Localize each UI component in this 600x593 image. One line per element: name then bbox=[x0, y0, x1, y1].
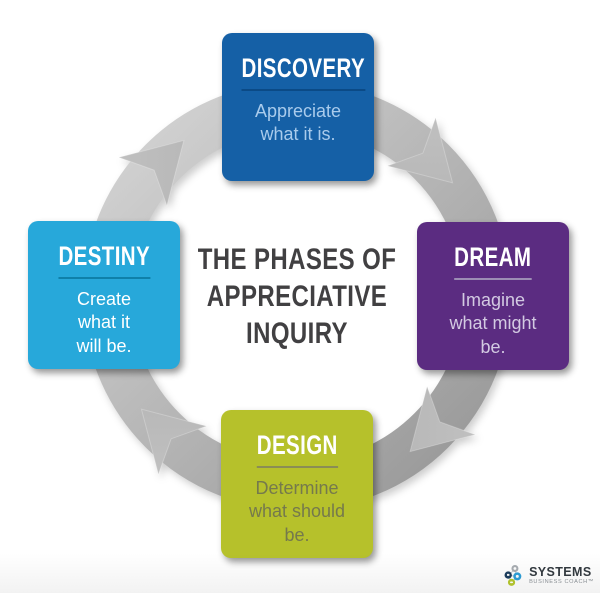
phase-title-dream: DREAM bbox=[454, 244, 532, 280]
phase-title-destiny: DESTINY bbox=[58, 243, 150, 279]
clockwise-arrow-icon-se bbox=[409, 384, 477, 453]
phase-card-dream: DREAM Imagine what might be. bbox=[417, 222, 569, 370]
phase-description-discovery: Appreciate what it is. bbox=[254, 101, 342, 145]
phase-title-discovery: DISCOVERY bbox=[241, 55, 366, 91]
phase-description-design: Determine what should be. bbox=[248, 478, 346, 545]
brand-name: SYSTEMS bbox=[529, 564, 592, 579]
phase-card-destiny: DESTINY Create what it will be. bbox=[28, 221, 180, 369]
phase-description-dream: Imagine what might be. bbox=[449, 290, 537, 357]
clockwise-arrow-icon-nw bbox=[117, 139, 185, 208]
systems-business-coach-logo-icon bbox=[504, 565, 522, 586]
phase-title-design: DESIGN bbox=[256, 432, 338, 468]
brand-text-block: SYSTEMS BUSINESS COACH™ bbox=[529, 566, 594, 586]
clockwise-arrow-icon-sw bbox=[140, 408, 209, 476]
brand-tagline: BUSINESS COACH™ bbox=[529, 578, 594, 585]
phase-card-design: DESIGN Determine what should be. bbox=[221, 410, 373, 558]
systems-business-coach-logo: SYSTEMS BUSINESS COACH™ bbox=[504, 564, 594, 587]
phase-description-destiny: Create what it will be. bbox=[76, 289, 132, 356]
phase-card-discovery: DISCOVERY Appreciate what it is. bbox=[222, 33, 374, 181]
diagram-title: THE PHASES OF APPRECIATIVE INQUIRY bbox=[197, 243, 397, 350]
clockwise-arrow-icon-ne bbox=[385, 116, 454, 184]
